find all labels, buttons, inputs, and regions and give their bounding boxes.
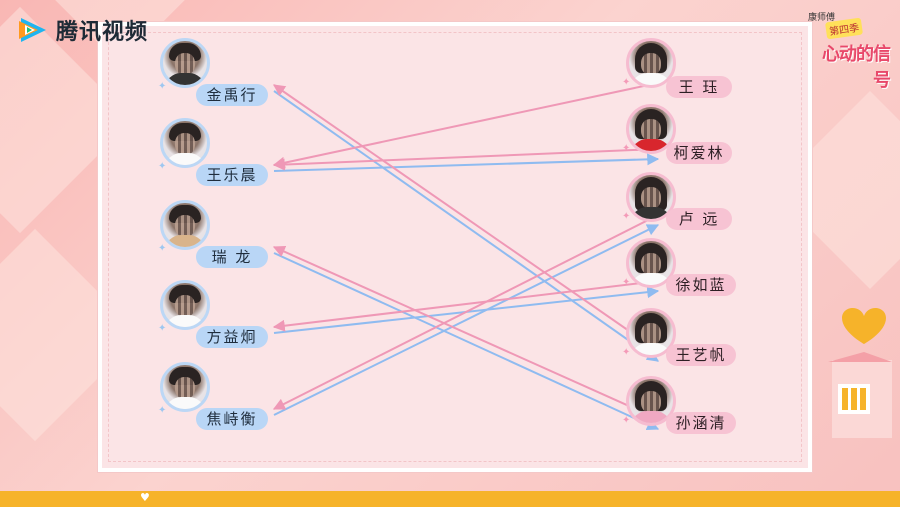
male-card[interactable]: ✦ 焦峙衡 [158, 362, 278, 432]
star-icon: ✦ [158, 161, 167, 172]
female-choice-arrow [272, 280, 659, 332]
female-choice-arrow [272, 148, 659, 171]
male-card[interactable]: ✦ 王乐晨 [158, 118, 278, 188]
male-name: 焦峙衡 [196, 408, 268, 430]
star-icon: ✦ [158, 81, 167, 92]
show-logo: 康师傅 第四季 心动的信号 [808, 10, 891, 91]
male-avatar [160, 118, 210, 168]
panel-dashed-border [108, 32, 802, 462]
star-icon: ✦ [622, 277, 631, 288]
female-card[interactable]: ✦ 孙涵清 [622, 376, 742, 438]
male-avatar [160, 200, 210, 250]
female-name: 孙涵清 [666, 412, 736, 434]
sponsor-text: 康师傅 [808, 13, 836, 23]
show-title: 心动的信号 [822, 44, 891, 91]
female-name: 卢 远 [666, 208, 732, 230]
male-card[interactable]: ✦ 瑞 龙 [158, 200, 278, 270]
male-card[interactable]: ✦ 金禹行 [158, 38, 278, 108]
female-choice-arrow [272, 82, 659, 169]
male-choice-arrow [273, 90, 659, 362]
bottom-bar: ♥ [0, 491, 900, 507]
female-card[interactable]: ✦ 卢 远 [622, 172, 742, 234]
star-icon: ✦ [622, 77, 631, 88]
female-name: 王 珏 [666, 76, 732, 98]
male-avatar [160, 38, 210, 88]
heart-house-decoration [828, 307, 892, 438]
male-choice-arrow [273, 224, 660, 416]
female-choice-arrow [273, 84, 659, 352]
tencent-video-logo-icon [19, 18, 46, 42]
male-name: 金禹行 [196, 84, 268, 106]
female-avatar [626, 38, 676, 88]
star-icon: ✦ [622, 415, 631, 426]
female-name: 王艺帆 [666, 344, 736, 366]
star-icon: ✦ [622, 211, 631, 222]
female-card[interactable]: ✦ 徐如蓝 [622, 238, 742, 300]
male-card[interactable]: ✦ 方益炯 [158, 280, 278, 350]
female-choice-arrow [272, 214, 659, 410]
male-avatar [160, 362, 210, 412]
star-icon: ✦ [158, 405, 167, 416]
female-card[interactable]: ✦ 王艺帆 [622, 308, 742, 370]
tencent-video-logo: 腾讯视频 [16, 14, 148, 46]
star-icon: ✦ [158, 243, 167, 254]
male-name: 王乐晨 [196, 164, 268, 186]
star-icon: ✦ [622, 143, 631, 154]
female-card[interactable]: ✦ 柯爱林 [622, 104, 742, 166]
female-choice-arrow [272, 245, 659, 420]
star-icon: ✦ [158, 323, 167, 334]
heart-icon: ♥ [140, 491, 150, 504]
male-name: 方益炯 [196, 326, 268, 348]
female-avatar [626, 104, 676, 154]
male-name: 瑞 龙 [196, 246, 268, 268]
female-card[interactable]: ✦ 王 珏 [622, 38, 742, 100]
star-icon: ✦ [622, 347, 631, 358]
male-avatar [160, 280, 210, 330]
female-name: 柯爱林 [666, 142, 732, 164]
male-choice-arrow [273, 252, 660, 430]
male-choice-arrow [273, 153, 660, 172]
female-name: 徐如蓝 [666, 274, 736, 296]
logo-text: 腾讯视频 [56, 20, 149, 45]
